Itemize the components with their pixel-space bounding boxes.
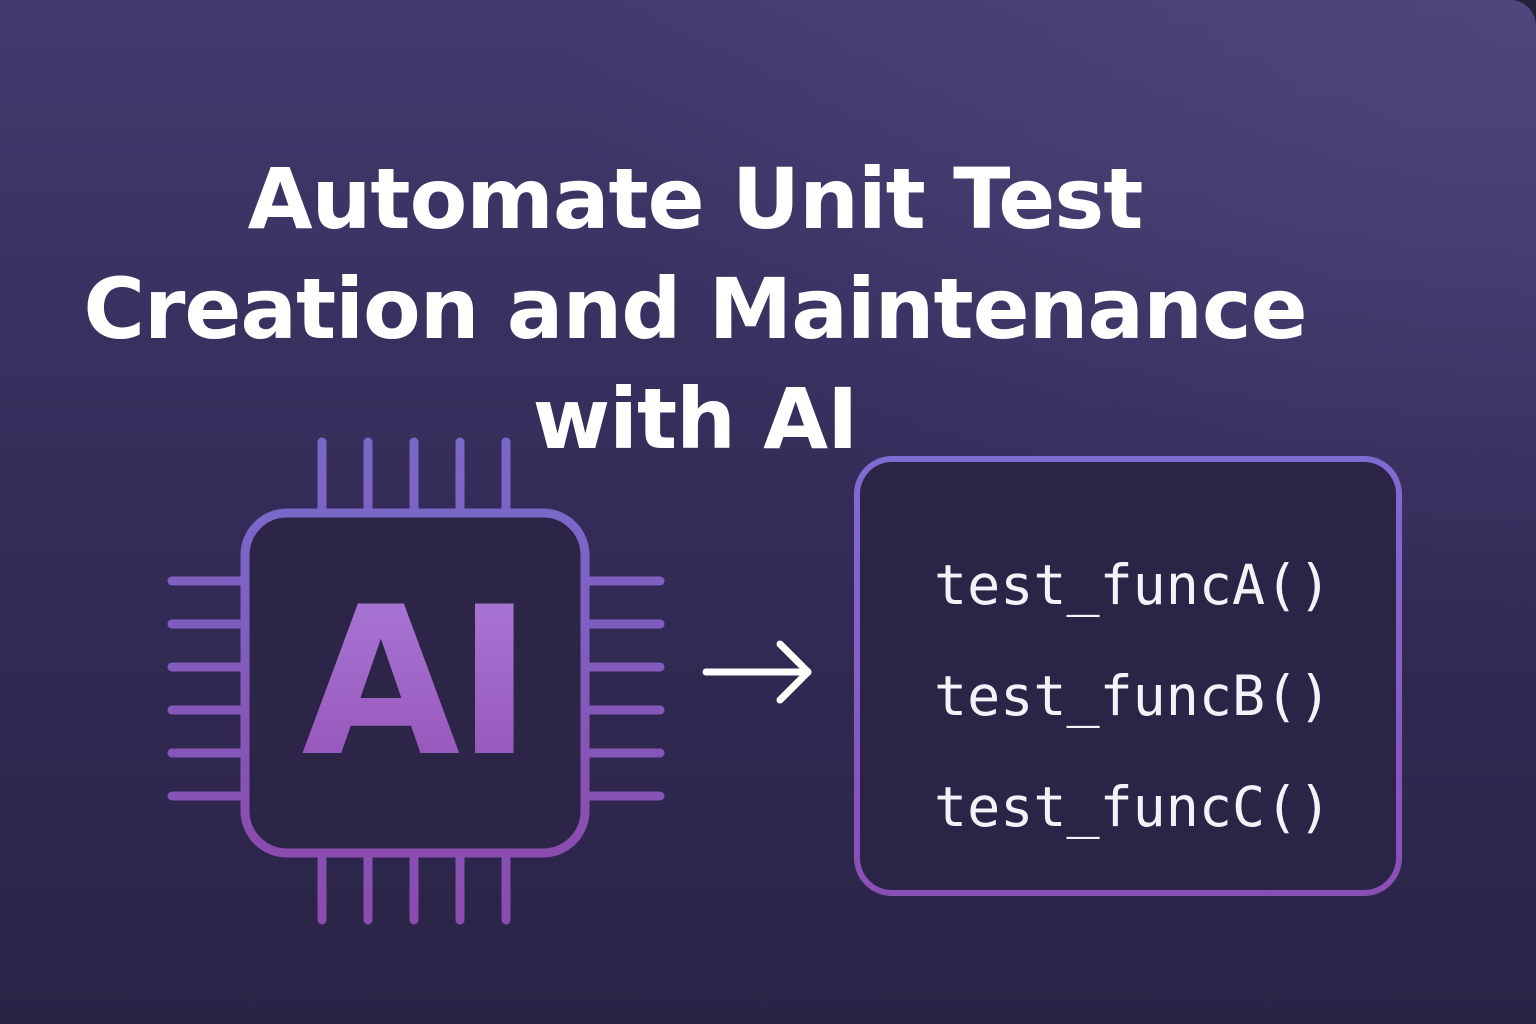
arrow-right-icon bbox=[702, 640, 812, 704]
test-function-item: test_funcA() bbox=[934, 553, 1332, 617]
chip-right-pins bbox=[581, 576, 665, 801]
chip-top-pins bbox=[317, 437, 511, 519]
headline: Automate Unit Test Creation and Maintena… bbox=[40, 144, 1350, 474]
headline-line-3: with AI bbox=[532, 370, 859, 469]
code-panel bbox=[854, 456, 1402, 896]
test-function-item: test_funcC() bbox=[934, 775, 1332, 839]
headline-line-2: Creation and Maintenance bbox=[83, 260, 1307, 359]
ai-chip-icon bbox=[167, 437, 665, 925]
chip-left-pins bbox=[167, 576, 249, 801]
chip-label: AI bbox=[245, 513, 585, 853]
test-function-item: test_funcB() bbox=[934, 664, 1332, 728]
test-function-list: test_funcA() test_funcB() test_funcC() bbox=[934, 530, 1331, 863]
chip-body bbox=[240, 508, 590, 858]
chip-bottom-pins bbox=[317, 849, 511, 925]
headline-line-1: Automate Unit Test bbox=[247, 150, 1144, 249]
